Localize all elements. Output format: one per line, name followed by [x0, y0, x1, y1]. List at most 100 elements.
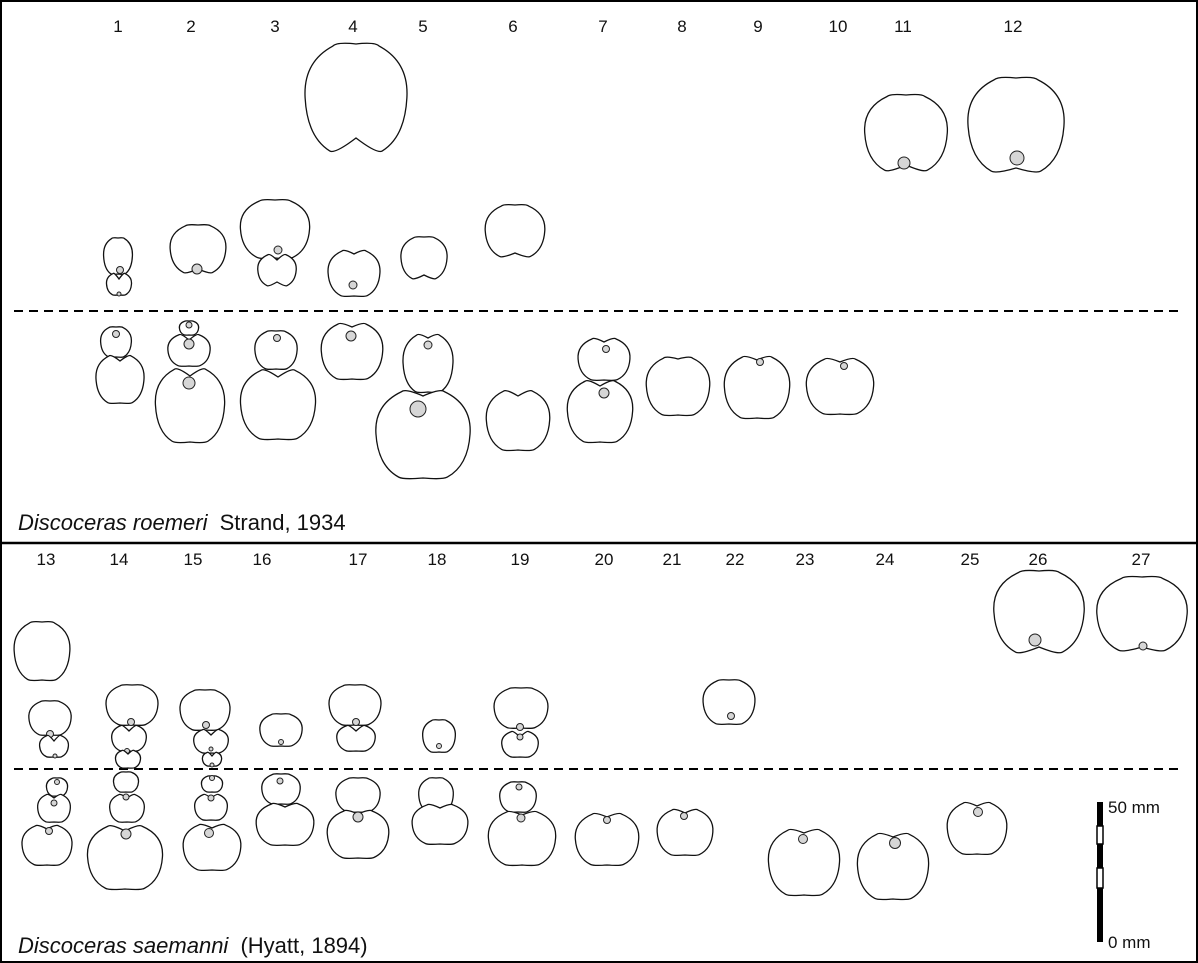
- whorl-section: [946, 801, 1008, 856]
- siphuncle-marker: [54, 779, 60, 785]
- siphuncle-marker: [840, 362, 848, 370]
- siphuncle-marker: [1009, 150, 1025, 166]
- siphuncle-marker: [191, 263, 203, 275]
- specimen-number-1: 1: [113, 17, 122, 36]
- siphuncle-marker: [127, 718, 135, 726]
- caption-roemeri-taxon: Discoceras roemeri: [18, 510, 209, 535]
- whorl-section: [499, 781, 537, 813]
- siphuncle-marker: [45, 827, 53, 835]
- whorl-section: [114, 749, 142, 769]
- whorl-section: [109, 793, 145, 823]
- specimen-number-11: 11: [894, 17, 912, 36]
- specimen-number-24: 24: [876, 550, 895, 569]
- siphuncle-marker: [756, 358, 764, 366]
- scale-bar-segment: [1097, 888, 1103, 942]
- whorl-section: [484, 204, 546, 258]
- specimen-number-3: 3: [270, 17, 279, 36]
- siphuncle-marker: [278, 739, 284, 745]
- whorl-section: [767, 828, 841, 897]
- siphuncle-marker: [727, 712, 735, 720]
- specimen-number-7: 7: [598, 17, 607, 36]
- specimen-number-27: 27: [1132, 550, 1151, 569]
- specimen-number-16: 16: [253, 550, 272, 569]
- specimen-number-23: 23: [796, 550, 815, 569]
- siphuncle-marker: [52, 753, 58, 759]
- whorl-section: [645, 356, 711, 417]
- whorl-section: [402, 333, 454, 394]
- scale-bar-segment: [1096, 867, 1104, 889]
- whorl-section: [856, 832, 930, 901]
- specimen-number-2: 2: [186, 17, 195, 36]
- specimen-number-5: 5: [418, 17, 427, 36]
- specimen-numbers-saemanni: 13 14 15 16 17 18 19 20 21 22 23 24 25 2…: [37, 550, 1151, 569]
- siphuncle-marker: [276, 777, 284, 785]
- scale-bar-segment: [1097, 802, 1103, 826]
- whorl-section: [327, 249, 381, 298]
- whorl-section: [422, 719, 456, 753]
- caption-saemanni: Discoceras saemanni (Hyatt, 1894): [18, 933, 368, 958]
- whorl-section: [336, 724, 376, 752]
- siphuncle-marker: [798, 834, 808, 844]
- whorl-section: [335, 777, 381, 813]
- scale-bar-segment: [1097, 844, 1103, 868]
- siphuncle-marker: [209, 775, 215, 781]
- siphuncle-marker: [602, 345, 610, 353]
- siphuncle-marker: [352, 811, 364, 823]
- specimen-number-15: 15: [184, 550, 203, 569]
- whorl-section: [326, 809, 390, 860]
- specimen-number-25: 25: [961, 550, 980, 569]
- whorl-section: [102, 237, 134, 275]
- whorl-section: [21, 824, 73, 866]
- specimen-number-13: 13: [37, 550, 56, 569]
- specimen-number-12: 12: [1004, 17, 1023, 36]
- whorl-section: [723, 355, 791, 420]
- siphuncle-marker: [112, 330, 120, 338]
- scale-bar: 50 mm 0 mm: [1096, 798, 1160, 952]
- siphuncle-marker: [515, 783, 523, 791]
- whorl-section: [805, 357, 875, 416]
- specimen-number-6: 6: [508, 17, 517, 36]
- siphuncle-marker: [436, 743, 442, 749]
- caption-saemanni-authority: (Hyatt, 1894): [240, 933, 367, 958]
- whorl-section: [493, 687, 549, 729]
- whorl-section: [37, 793, 71, 823]
- caption-roemeri-authority: Strand, 1934: [220, 510, 346, 535]
- whorl-section: [257, 253, 297, 287]
- specimen-number-10: 10: [829, 17, 848, 36]
- siphuncle-marker: [516, 723, 524, 731]
- siphuncle-marker: [516, 813, 526, 823]
- whorl-section: [182, 823, 242, 872]
- siphuncle-marker: [50, 799, 58, 807]
- whorl-section: [656, 808, 714, 857]
- siphuncle-marker: [207, 794, 215, 802]
- whorl-section: [200, 775, 224, 793]
- whorl-section: [261, 773, 301, 805]
- specimen-number-8: 8: [677, 17, 686, 36]
- whorl-section: [111, 724, 147, 752]
- whorl-section: [255, 802, 315, 846]
- specimen-numbers-roemeri: 1 2 3 4 5 6 7 8 9 10 11 12: [113, 17, 1022, 36]
- siphuncle-marker: [273, 334, 281, 342]
- siphuncle-marker: [116, 291, 122, 297]
- caption-saemanni-taxon: Discoceras saemanni: [18, 933, 229, 958]
- siphuncle-marker: [202, 721, 210, 729]
- siphuncle-marker: [116, 266, 124, 274]
- whorl-section: [86, 824, 164, 891]
- siphuncle-marker: [516, 733, 524, 741]
- whorl-section: [239, 369, 317, 441]
- specimen-number-26: 26: [1029, 550, 1048, 569]
- siphuncle-marker: [352, 718, 360, 726]
- specimen-number-22: 22: [726, 550, 745, 569]
- whorl-section: [167, 333, 211, 367]
- whorl-section: [702, 679, 756, 726]
- siphuncle-marker: [1028, 633, 1042, 647]
- whorl-section: [501, 730, 539, 758]
- whorl-section: [112, 771, 140, 793]
- siphuncle-marker: [348, 280, 358, 290]
- whorl-section: [194, 793, 228, 821]
- whorl-section: [411, 803, 469, 845]
- whorl-section: [967, 76, 1065, 173]
- whorl-section: [99, 326, 133, 358]
